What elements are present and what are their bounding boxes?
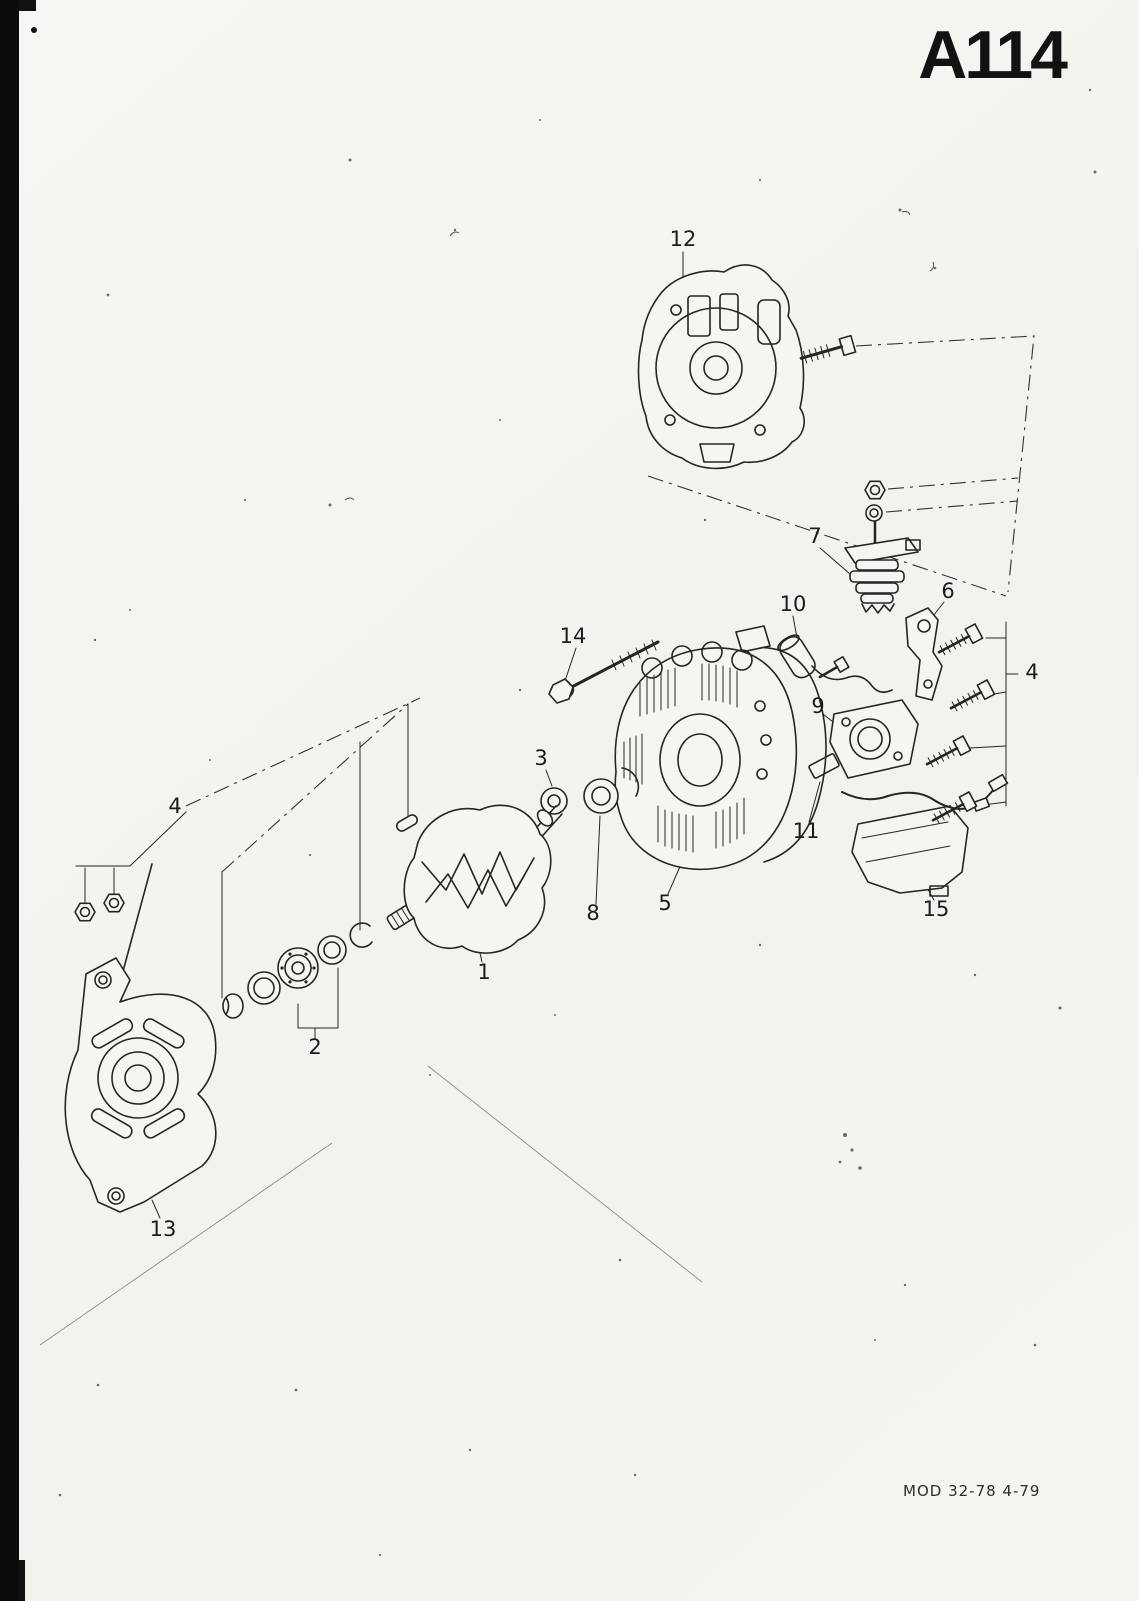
callout-10: 10: [780, 592, 807, 616]
binding-edge: [0, 0, 19, 1601]
callout-13: 13: [150, 1217, 177, 1241]
page-code: A114: [918, 17, 1068, 93]
callouts: 12 7 10 6 4 14 9 3 11 8 5 1 15 2 4 13: [150, 227, 1039, 1241]
callout-7: 7: [808, 524, 821, 548]
callout-8: 8: [586, 901, 599, 925]
group-brackets: [75, 621, 1019, 1039]
lead-wires: [841, 773, 1009, 812]
callout-3: 3: [534, 746, 547, 770]
winding-hatch: [623, 663, 745, 853]
part-brush-11: [808, 753, 840, 779]
part-screws-4-right: [925, 623, 996, 824]
part-rear-housing-12: [637, 264, 805, 470]
callout-9: 9: [811, 694, 824, 718]
callout-2: 2: [308, 1035, 321, 1059]
callout-14: 14: [560, 624, 587, 648]
construction-lines: [185, 335, 1035, 873]
part-bearing-kit-2: [222, 922, 373, 1019]
scan-speckles: [58, 88, 1097, 1557]
suppressor-wire: [811, 665, 893, 694]
part-bearing-3: [540, 787, 568, 815]
part-cover-15: [851, 805, 969, 897]
callout-15: 15: [923, 897, 950, 921]
part-brush-holder-9: [829, 699, 919, 779]
part-rotor-1: [386, 804, 563, 954]
part-front-housing-13: [64, 957, 217, 1213]
footer-note: MOD 32-78 4-79: [903, 1482, 1041, 1500]
callout-12: 12: [670, 227, 697, 251]
bearing-balls: [280, 952, 316, 984]
part-nuts-4-left: [74, 893, 125, 922]
callout-4-right: 4: [1025, 660, 1038, 684]
scan-scratches: [344, 210, 935, 501]
part-stator-5: [614, 625, 827, 871]
part-bracket-6: [905, 607, 943, 701]
part-regulator-7: [844, 520, 921, 614]
callout-6: 6: [941, 579, 954, 603]
callout-4-left: 4: [168, 794, 181, 818]
nut-and-washer: [864, 480, 886, 522]
callout-11: 11: [793, 819, 820, 843]
housing-screw: [799, 334, 857, 364]
part-slip-ring-8: [583, 767, 640, 814]
callout-1: 1: [477, 960, 490, 984]
part-capacitor-10: [777, 634, 816, 679]
part-bolt-14: [548, 639, 660, 704]
callout-5: 5: [658, 891, 671, 915]
stray-lines: [39, 1065, 703, 1346]
scan-marks: [19, 0, 37, 1601]
